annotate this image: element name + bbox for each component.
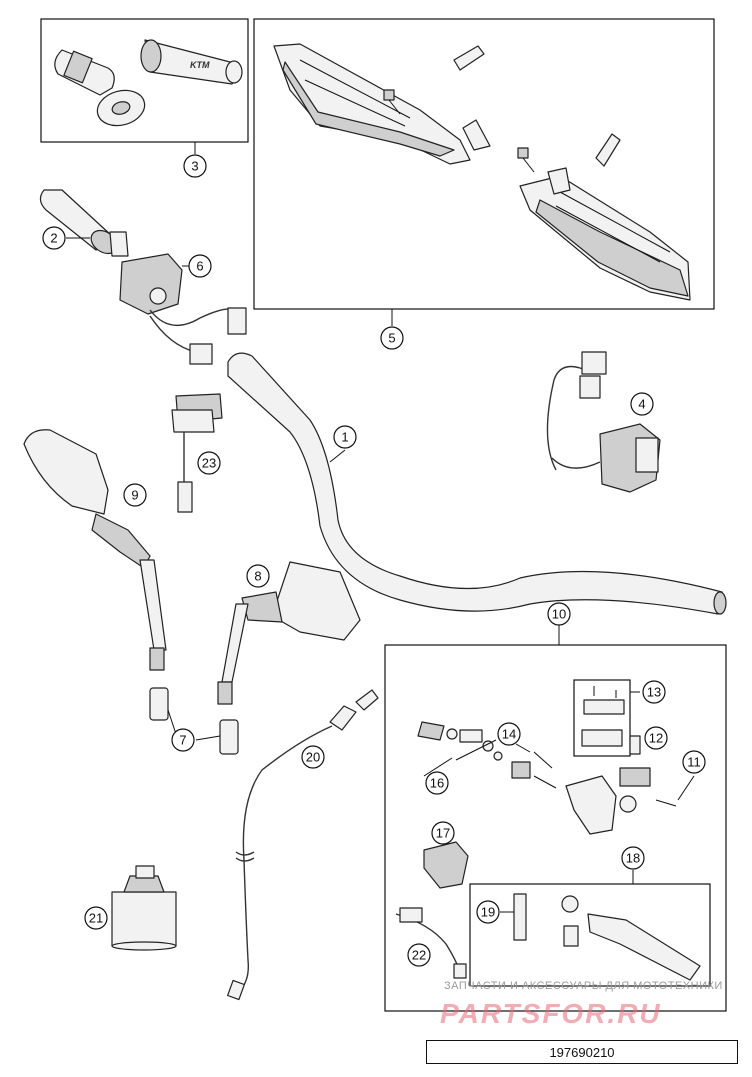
watermark-brand: PARTSFOR.RU — [440, 998, 662, 1029]
svg-text:16: 16 — [430, 776, 444, 791]
callout-6: 6 — [188, 254, 212, 278]
callout-22: 22 — [407, 943, 431, 967]
mirror-left — [23, 429, 167, 671]
svg-text:5: 5 — [388, 331, 395, 346]
callout-2: 2 — [42, 226, 66, 250]
svg-text:20: 20 — [306, 750, 320, 765]
svg-text:8: 8 — [254, 569, 261, 584]
svg-text:22: 22 — [412, 948, 426, 963]
handguard-left — [273, 43, 491, 165]
left-switch — [546, 351, 661, 493]
callout-11: 11 — [682, 750, 706, 774]
svg-text:19: 19 — [481, 905, 495, 920]
svg-text:11: 11 — [687, 755, 701, 770]
svg-text:4: 4 — [638, 397, 645, 412]
handlebar-end — [713, 591, 727, 615]
callout-14: 14 — [497, 722, 521, 746]
callout-8: 8 — [246, 564, 270, 588]
throttle-switch — [119, 253, 247, 365]
callout-9: 9 — [123, 483, 147, 507]
callout-3: 3 — [183, 154, 207, 178]
mirror-right — [217, 561, 361, 705]
document-number: 197690210 — [426, 1040, 738, 1064]
svg-text:1: 1 — [341, 430, 348, 445]
callout-5: 5 — [380, 326, 404, 350]
svg-text:10: 10 — [552, 607, 566, 622]
grip-left — [54, 49, 146, 127]
svg-text:12: 12 — [649, 731, 663, 746]
clutch-assembly-box — [384, 644, 727, 1012]
callout-21: 21 — [84, 906, 108, 930]
svg-text:3: 3 — [191, 159, 198, 174]
callout-17: 17 — [431, 821, 455, 845]
svg-text:17: 17 — [436, 826, 450, 841]
svg-text:23: 23 — [202, 456, 216, 471]
watermark-caption: ЗАПЧАСТИ И АКСЕССУАРЫ ДЛЯ МОТОТЕХНИКИ — [444, 980, 723, 992]
callout-20: 20 — [301, 745, 325, 769]
throttle-grip — [39, 189, 129, 257]
grip-logo-text: KTM — [190, 60, 210, 70]
callout-7: 7 — [171, 728, 195, 752]
callout-19: 19 — [476, 900, 500, 924]
svg-text:14: 14 — [502, 727, 516, 742]
handlebar — [227, 352, 723, 615]
svg-text:6: 6 — [196, 259, 203, 274]
svg-text:13: 13 — [647, 685, 661, 700]
clutch-cable — [227, 689, 379, 1001]
handguard-right — [519, 167, 691, 301]
grip-right: KTM — [140, 39, 243, 85]
callout-10: 10 — [547, 602, 571, 626]
svg-text:2: 2 — [50, 231, 57, 246]
clutch-parts — [395, 679, 711, 987]
mirror-adapters — [149, 687, 239, 755]
callout-4: 4 — [630, 392, 654, 416]
handguard-bolts — [383, 45, 621, 173]
svg-text:18: 18 — [626, 851, 640, 866]
handguard-set-box — [253, 18, 715, 310]
callout-12: 12 — [644, 726, 668, 750]
callout-13: 13 — [642, 680, 666, 704]
callout-18: 18 — [621, 846, 645, 870]
grip-set-box — [40, 18, 249, 143]
callout-23: 23 — [197, 451, 221, 475]
callout-16: 16 — [425, 771, 449, 795]
callout-1: 1 — [333, 425, 357, 449]
svg-text:9: 9 — [131, 488, 138, 503]
oil-bottle — [111, 865, 177, 951]
svg-text:7: 7 — [179, 733, 186, 748]
kill-switch — [171, 393, 223, 513]
svg-text:21: 21 — [89, 911, 103, 926]
